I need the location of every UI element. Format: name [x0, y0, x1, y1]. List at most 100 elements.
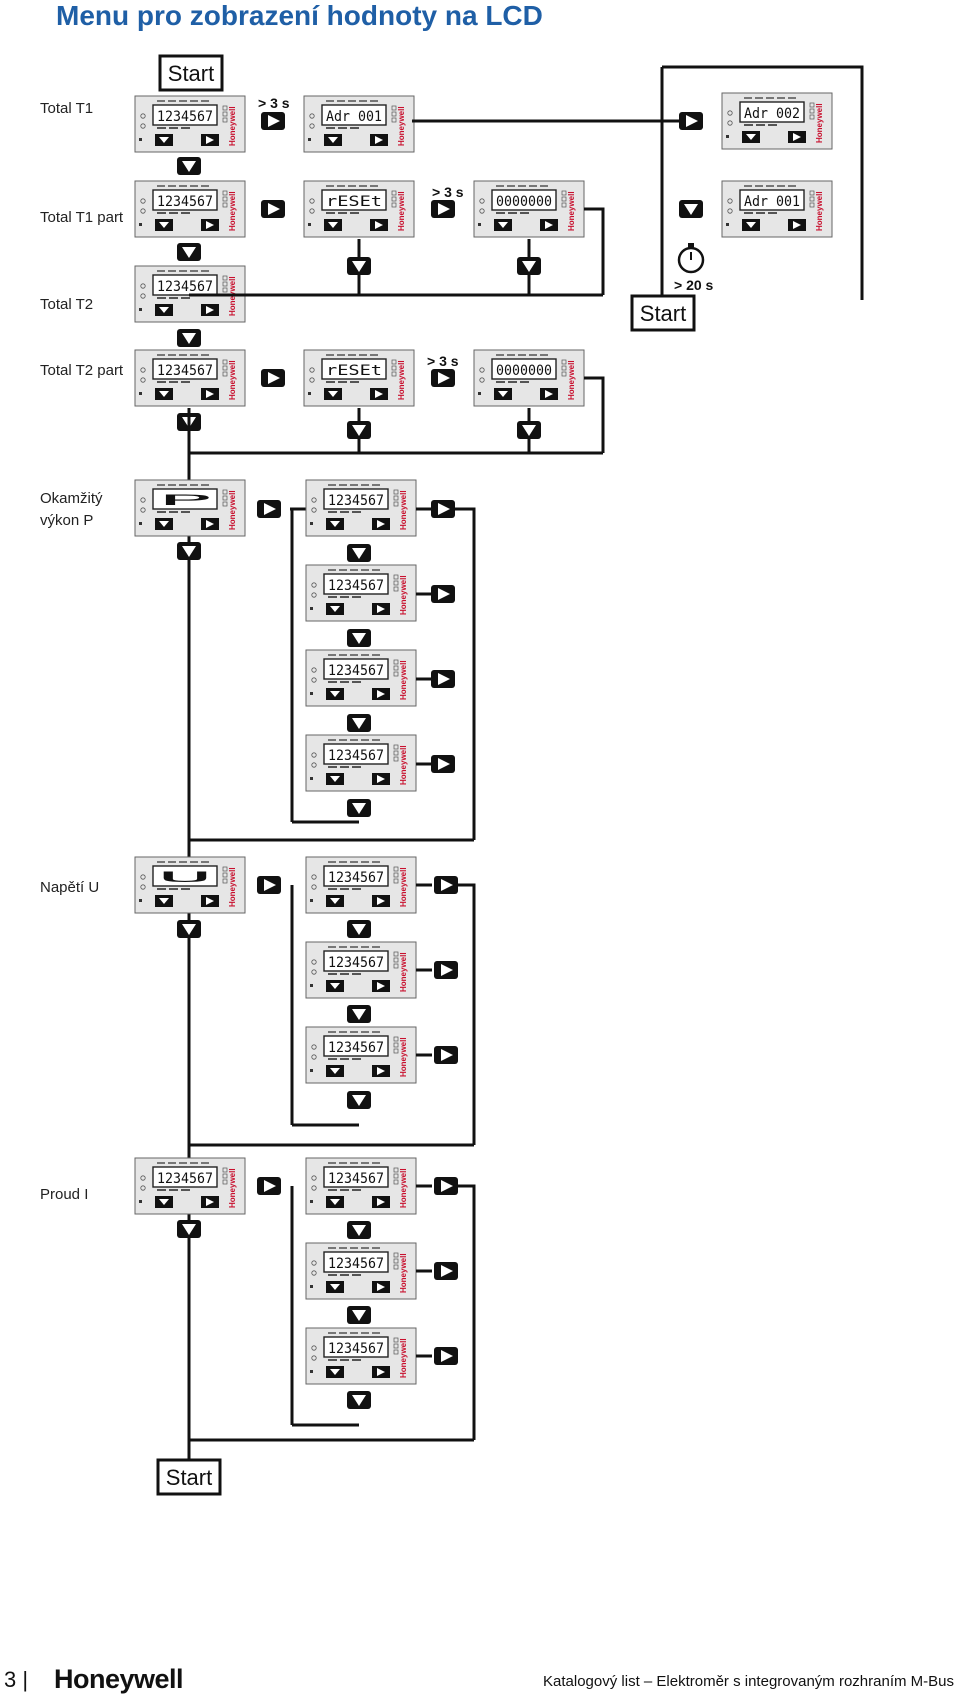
arrow-down-icon — [347, 629, 371, 647]
tariff-tick — [540, 354, 548, 356]
connector-zeros-t2 — [584, 376, 605, 453]
indicator-box — [393, 501, 399, 507]
arrow-glyph — [268, 115, 280, 127]
indicator-box — [393, 1264, 399, 1270]
status-bar — [352, 1189, 361, 1191]
tariff-tick — [168, 484, 176, 486]
tariff-tick — [190, 1162, 198, 1164]
tariff-tick — [361, 739, 369, 741]
lcd-reading: 1234567 — [328, 1341, 384, 1357]
indicator-box — [391, 196, 397, 202]
tariff-tick — [350, 946, 358, 948]
start-box-timeout: Start — [630, 294, 696, 332]
status-bar — [340, 596, 349, 598]
led-icon — [479, 198, 485, 204]
arrow-glyph — [182, 546, 196, 557]
status-bar — [328, 973, 337, 975]
arrow-glyph — [352, 425, 366, 436]
led-icon — [727, 110, 733, 116]
arrow-glyph — [441, 964, 453, 976]
arrow-right-icon — [261, 200, 285, 218]
indicator-box — [222, 495, 228, 501]
led-icon — [140, 113, 146, 119]
tariff-tick — [372, 569, 380, 571]
status-bar — [520, 381, 529, 383]
terminal-icon — [310, 1200, 313, 1203]
button-glyph — [377, 1067, 385, 1075]
tariff-tick — [157, 270, 165, 272]
row-label-total-t2-part: Total T2 part — [40, 362, 124, 379]
arrow-glyph — [522, 425, 536, 436]
tariff-tick — [201, 185, 209, 187]
led-icon — [140, 1175, 146, 1181]
lcd-reading: 1234567 — [157, 363, 213, 379]
led-icon — [140, 198, 146, 204]
arrow-glyph — [182, 247, 196, 258]
led-icon — [311, 1054, 317, 1060]
tariff-tick — [372, 1247, 380, 1249]
lcd-window — [323, 658, 389, 680]
arrow-glyph — [686, 115, 698, 127]
arrow-right-icon — [257, 1177, 281, 1195]
lcd-window — [152, 189, 218, 211]
terminal-icon — [310, 1285, 313, 1288]
status-bar — [328, 1274, 337, 1276]
status-bar — [328, 1189, 337, 1191]
terminal-icon — [139, 522, 142, 525]
led-icon — [311, 1044, 317, 1050]
indicator-box — [561, 190, 567, 196]
arrow-glyph — [522, 261, 536, 272]
tariff-tick — [179, 484, 187, 486]
arrow-right-icon — [431, 500, 455, 518]
status-bar — [169, 127, 178, 129]
lcd-reading: 1234567 — [157, 194, 213, 210]
lcd-reading: Adr 001 — [326, 109, 382, 125]
led-icon — [140, 874, 146, 880]
button-glyph — [328, 222, 338, 228]
lcd-window — [491, 358, 557, 380]
status-bar — [181, 297, 190, 299]
tariff-tick — [339, 861, 347, 863]
arrow-right-icon — [261, 369, 285, 387]
tariff-tick — [190, 185, 198, 187]
arrow-right-icon — [434, 1262, 458, 1280]
button-glyph — [159, 222, 169, 228]
tariff-tick — [157, 354, 165, 356]
terminal-icon — [310, 777, 313, 780]
led-icon — [311, 677, 317, 683]
status-bar — [340, 888, 349, 890]
tariff-tick — [328, 1031, 336, 1033]
arrow-glyph — [182, 924, 196, 935]
tariff-tick — [361, 1247, 369, 1249]
arrow-right-icon — [257, 500, 281, 518]
status-bar — [157, 511, 166, 513]
arrow-down-icon — [347, 1391, 371, 1409]
terminal-icon — [310, 1370, 313, 1373]
button-glyph — [377, 1198, 385, 1206]
lcd-window — [321, 104, 387, 126]
button-glyph — [330, 1284, 340, 1290]
meter-brand-logo: Honeywell — [228, 191, 237, 231]
button-glyph — [377, 897, 385, 905]
arrow-right-icon — [431, 585, 455, 603]
tariff-tick — [157, 484, 165, 486]
tariff-tick — [190, 270, 198, 272]
status-bar — [352, 511, 361, 513]
meter-brand-logo: Honeywell — [399, 575, 408, 615]
indicator-box — [809, 108, 815, 114]
tariff-tick — [370, 185, 378, 187]
lcd-reading: 1234567 — [328, 1256, 384, 1272]
indicator-box — [561, 359, 567, 365]
tariff-tick — [361, 1031, 369, 1033]
tariff-tick — [350, 739, 358, 741]
meter-brand-logo: Honeywell — [228, 1168, 237, 1208]
tariff-tick — [328, 946, 336, 948]
indicator-box — [222, 872, 228, 878]
status-bar — [157, 888, 166, 890]
indicator-box — [393, 951, 399, 957]
tariff-tick — [350, 1247, 358, 1249]
lcd-window — [739, 101, 805, 123]
